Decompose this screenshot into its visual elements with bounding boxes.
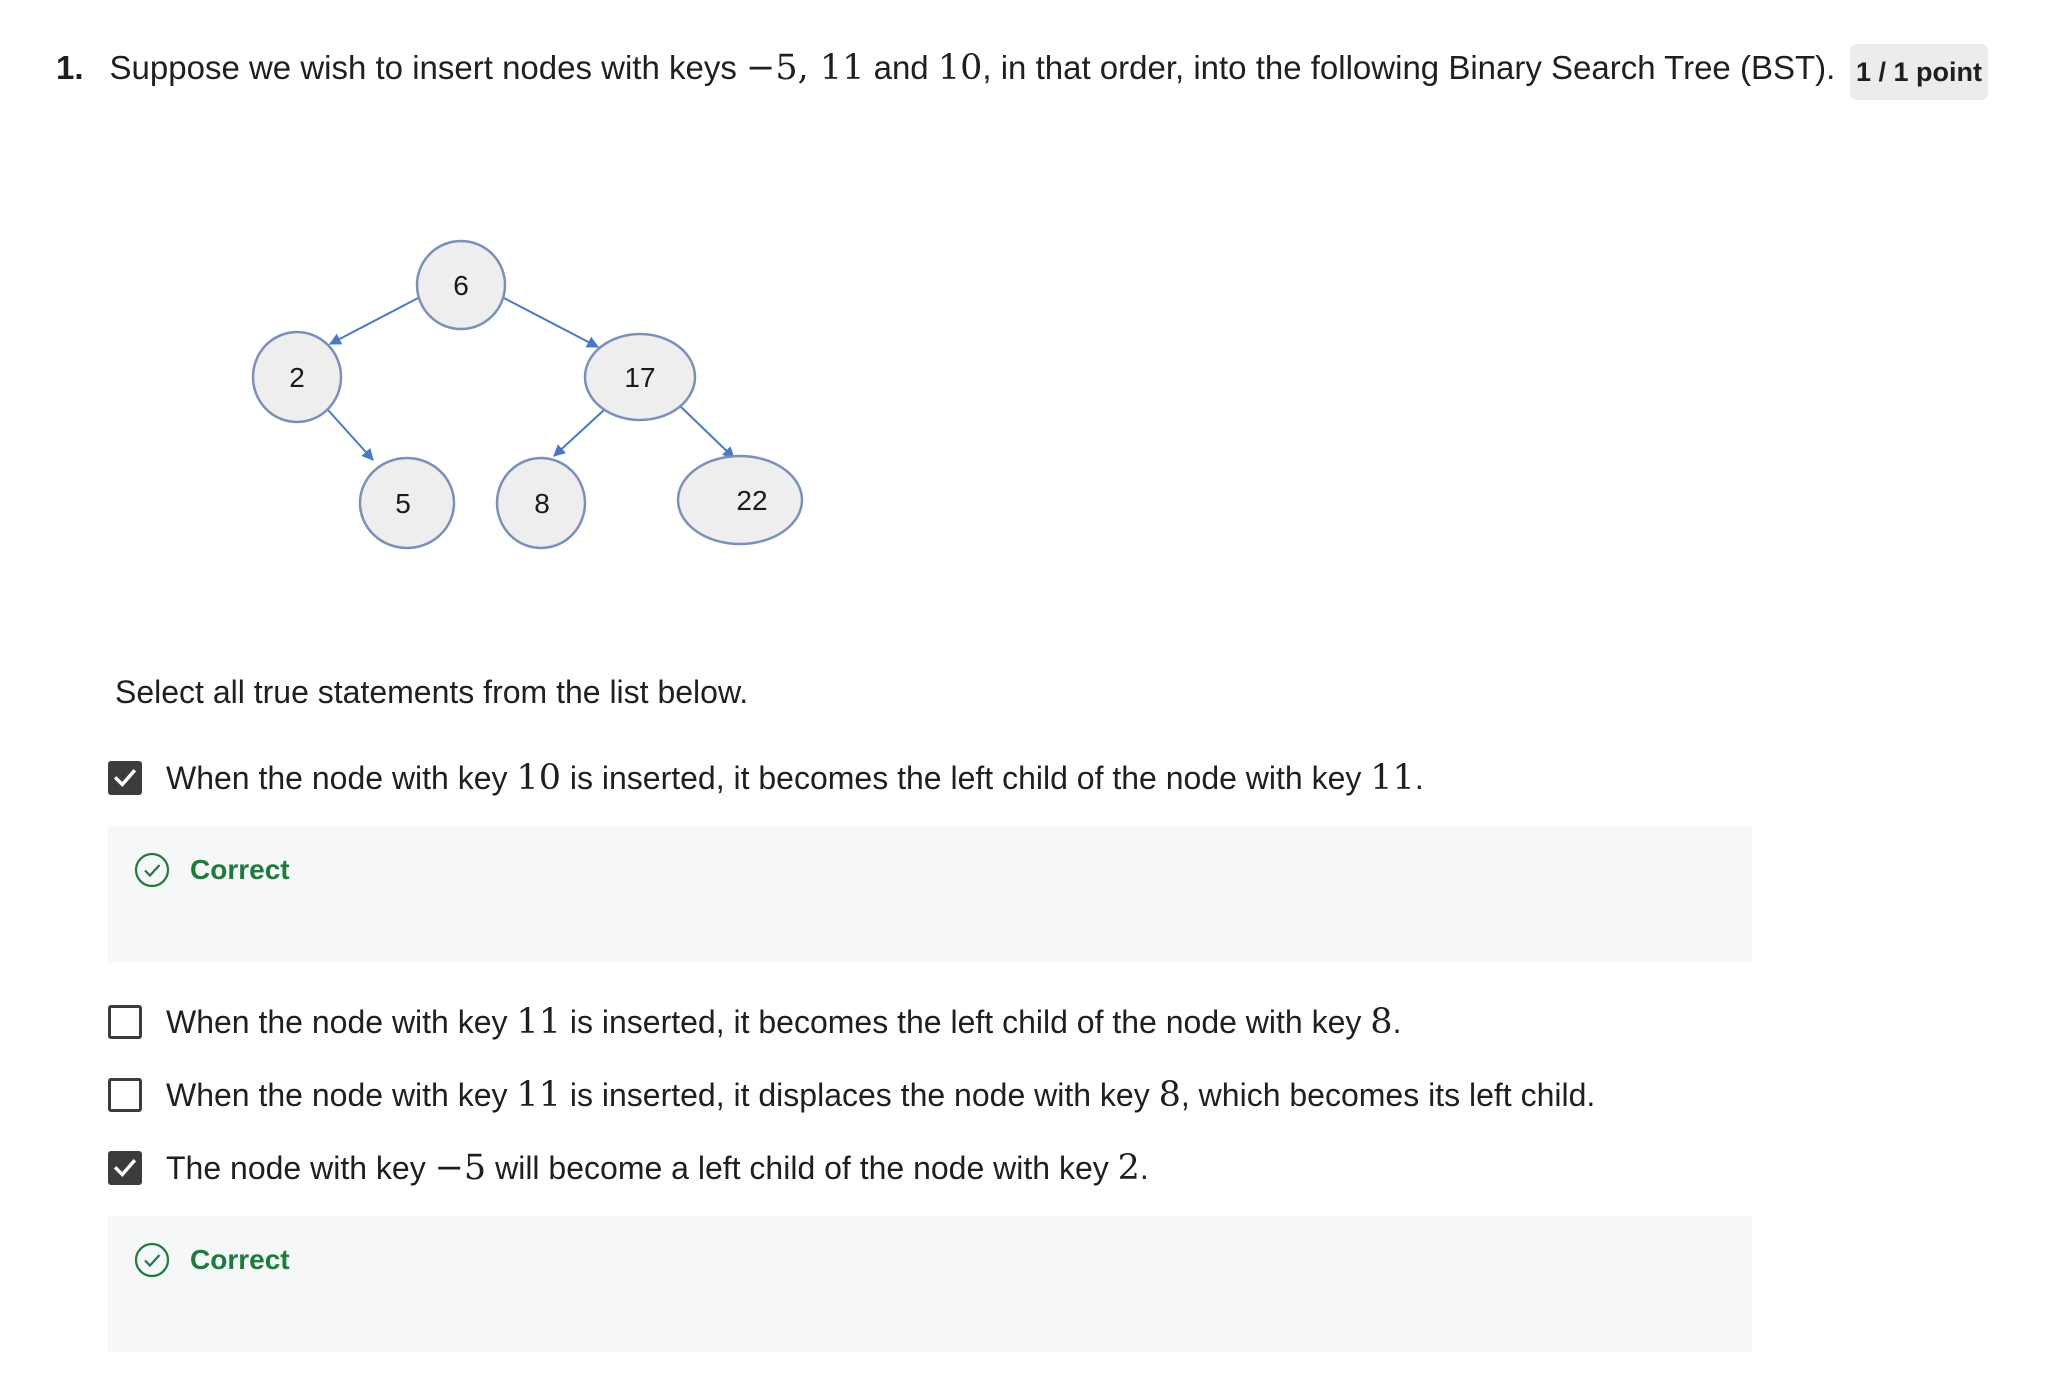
option-3-math-b: 8 [1158, 1075, 1181, 1115]
edge-6-17 [501, 296, 600, 348]
question-number: 1. [56, 49, 84, 86]
option-1[interactable]: When the node with key 10 is inserted, i… [108, 756, 1424, 800]
option-3-text-c: , which becomes its left child. [1180, 1077, 1596, 1113]
option-1-math-b: 11 [1370, 758, 1415, 798]
option-2-label: When the node with key 11 is inserted, i… [166, 1000, 1401, 1044]
option-1-text-a: When the node with key [166, 760, 508, 796]
option-1-text-b: is inserted, it becomes the left child o… [569, 760, 1362, 796]
option-1-feedback: Correct [108, 826, 1752, 962]
option-4-math-a: −5 [434, 1148, 487, 1188]
node-17-label: 17 [624, 362, 655, 393]
edge-17-8 [553, 409, 605, 457]
option-2[interactable]: When the node with key 11 is inserted, i… [108, 1000, 1401, 1044]
check-circle-icon [134, 852, 170, 888]
node-8-circle [495, 456, 587, 550]
option-4-text-a: The node with key [166, 1150, 426, 1186]
option-2-text-b: is inserted, it becomes the left child o… [569, 1004, 1362, 1040]
option-2-checkbox[interactable] [108, 1005, 142, 1039]
edge-6-2 [328, 296, 421, 345]
question-keys-math: −5, 11 [746, 48, 865, 88]
node-2-circle [251, 330, 343, 424]
option-4-text-c: . [1139, 1150, 1149, 1186]
question-text: Suppose we wish to insert nodes with key… [110, 44, 1836, 92]
node-22-label: 22 [736, 485, 767, 516]
option-2-math-a: 11 [516, 1002, 561, 1042]
option-4[interactable]: The node with key −5 will become a left … [108, 1146, 1149, 1190]
check-circle-icon [134, 1242, 170, 1278]
feedback-correct-label: Correct [190, 854, 290, 885]
question-key-math: 10 [937, 48, 983, 88]
bst-svg: 6 2 17 5 8 22 [251, 239, 804, 550]
option-3-text-a: When the node with key [166, 1077, 508, 1113]
node-17-circle [583, 332, 697, 422]
option-1-math-a: 10 [516, 758, 561, 798]
points-badge: 1 / 1 point [1850, 44, 1988, 100]
option-2-math-b: 8 [1370, 1002, 1393, 1042]
option-1-label: When the node with key 10 is inserted, i… [166, 756, 1424, 800]
question-header: 1. Suppose we wish to insert nodes with … [56, 44, 1835, 92]
option-3[interactable]: When the node with key 11 is inserted, i… [108, 1073, 1595, 1117]
option-4-feedback: Correct [108, 1216, 1752, 1352]
feedback-row: Correct [134, 1242, 290, 1278]
node-22-circle [676, 454, 804, 546]
option-2-text-a: When the node with key [166, 1004, 508, 1040]
edge-2-5 [327, 409, 374, 461]
checkmark-icon [113, 769, 137, 788]
node-8-label: 8 [534, 488, 550, 519]
checkmark-icon [113, 1159, 137, 1178]
option-3-checkbox[interactable] [108, 1078, 142, 1112]
question-text-start: Suppose we wish to insert nodes with key… [109, 49, 737, 86]
option-4-label: The node with key −5 will become a left … [166, 1146, 1149, 1190]
node-5-label: 5 [395, 488, 411, 519]
option-3-math-a: 11 [516, 1075, 561, 1115]
question-text-end: , in that order, into the following Bina… [982, 49, 1836, 86]
option-4-text-b: will become a left child of the node wit… [495, 1150, 1109, 1186]
option-4-checkbox[interactable] [108, 1151, 142, 1185]
bst-diagram: 6 2 17 5 8 22 [240, 220, 860, 570]
question-text-and: and [873, 49, 929, 86]
instruction-text: Select all true statements from the list… [115, 674, 749, 710]
option-1-text-c: . [1414, 760, 1424, 796]
option-3-text-b: is inserted, it displaces the node with … [569, 1077, 1150, 1113]
option-3-label: When the node with key 11 is inserted, i… [166, 1073, 1595, 1117]
node-5-circle [358, 456, 456, 550]
node-2-label: 2 [289, 362, 305, 393]
feedback-row: Correct [134, 852, 290, 888]
node-6-circle [415, 239, 507, 331]
edge-17-22 [679, 405, 735, 459]
node-6-label: 6 [453, 270, 469, 301]
option-2-text-c: . [1392, 1004, 1402, 1040]
feedback-correct-label: Correct [190, 1244, 290, 1275]
option-4-math-b: 2 [1117, 1148, 1140, 1188]
option-1-checkbox[interactable] [108, 761, 142, 795]
